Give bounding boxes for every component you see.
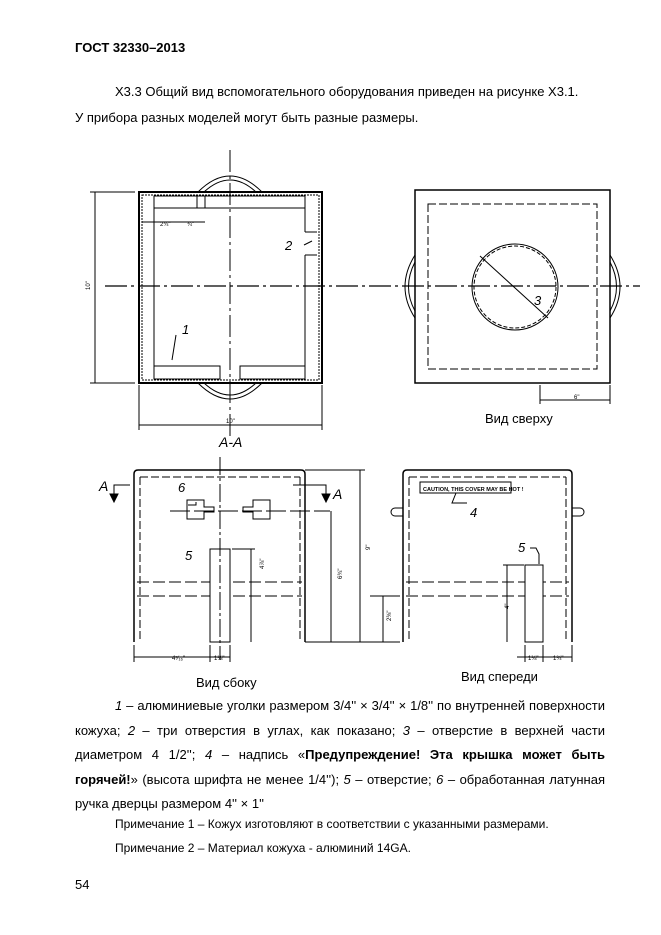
dim-front-slot-h: 4" xyxy=(505,604,511,609)
dim-top: 6" xyxy=(574,395,579,401)
dim-height: 10" xyxy=(86,281,92,290)
caption-num: 5 xyxy=(343,771,351,787)
caption-num: 6 xyxy=(436,771,444,787)
dim-slot-h: 4⅞" xyxy=(260,559,266,569)
section-a-a-view xyxy=(90,150,640,440)
caption-text: – три отверстия в углах, как показано; xyxy=(135,722,403,738)
dim-total-h: 9" xyxy=(366,545,372,550)
side-view xyxy=(109,457,400,662)
caption-text: – отверстие; xyxy=(350,771,437,787)
dim-a: 2¾" xyxy=(160,222,170,228)
page-number: 54 xyxy=(75,877,90,892)
note-1: Примечание 1 – Кожух изготовляют в соотв… xyxy=(115,817,549,831)
document-header: ГОСТ 32330–2013 xyxy=(75,40,186,55)
caption-text: » (высота шрифта не менее 1/4''); xyxy=(130,771,344,787)
dim-slot-w: 1⅛" xyxy=(214,656,224,662)
caption-num: 2 xyxy=(127,722,136,738)
view-label-front: Вид спереди xyxy=(461,669,538,684)
caption-warning: Предупреждение! Эта крышка может быть го… xyxy=(75,747,605,787)
dim-front-slot-w: 1⅛" xyxy=(528,656,538,662)
caution-sign: CAUTION, THIS COVER MAY BE HOT ! xyxy=(423,487,524,493)
dim-side-off: 4⁷⁄₁₆" xyxy=(172,655,185,662)
dim-handle-h: 6¾" xyxy=(338,569,344,579)
section-label: А-А xyxy=(218,434,242,450)
callout-6: 6 xyxy=(178,480,186,495)
paragraph: У прибора разных моделей могут быть разн… xyxy=(75,110,419,125)
arrow-label-a-left: А xyxy=(98,478,108,494)
callout-4: 4 xyxy=(470,505,477,520)
dim-front-off: 1¾" xyxy=(553,656,563,662)
callout-5-front: 5 xyxy=(518,540,526,555)
caption-text: – обработанная латунная ручка дверцы раз… xyxy=(75,771,606,812)
view-label-side: Вид сбоку xyxy=(196,675,257,690)
caption-text: – надпись « xyxy=(212,747,306,762)
callout-5-side: 5 xyxy=(185,548,193,563)
dim-width: 10" xyxy=(226,419,235,425)
callout-3: 3 xyxy=(534,293,542,308)
figure-x3-1: 10" 10" 2¾" ¾" 1 2 А-А 6" 3 Вид сверху А… xyxy=(86,150,640,690)
caption-num: 4 xyxy=(204,747,213,762)
callout-1: 1 xyxy=(182,322,189,337)
caption-num: 3 xyxy=(402,722,410,738)
dim-b: ¾" xyxy=(187,222,194,228)
caption-num: 1 xyxy=(115,698,123,713)
caption-text: – алюминиевые уголки размером 3/4'' × 3/… xyxy=(75,698,605,738)
top-view xyxy=(404,189,621,404)
view-label-top: Вид сверху xyxy=(485,411,553,426)
dim-angle-h: 2⅜" xyxy=(387,611,393,621)
note-2: Примечание 2 – Материал кожуха - алюмини… xyxy=(115,841,411,855)
arrow-label-a-right: А xyxy=(332,486,342,502)
caption-text: – отверстие в верхней части диаметром 4 … xyxy=(75,722,605,763)
paragraph: Х3.3 Общий вид вспомогательного оборудов… xyxy=(115,84,579,99)
callout-2: 2 xyxy=(284,238,293,253)
front-view xyxy=(390,469,585,662)
figure-caption: 1 – алюминиевые уголки размером 3/4'' × … xyxy=(75,694,605,817)
